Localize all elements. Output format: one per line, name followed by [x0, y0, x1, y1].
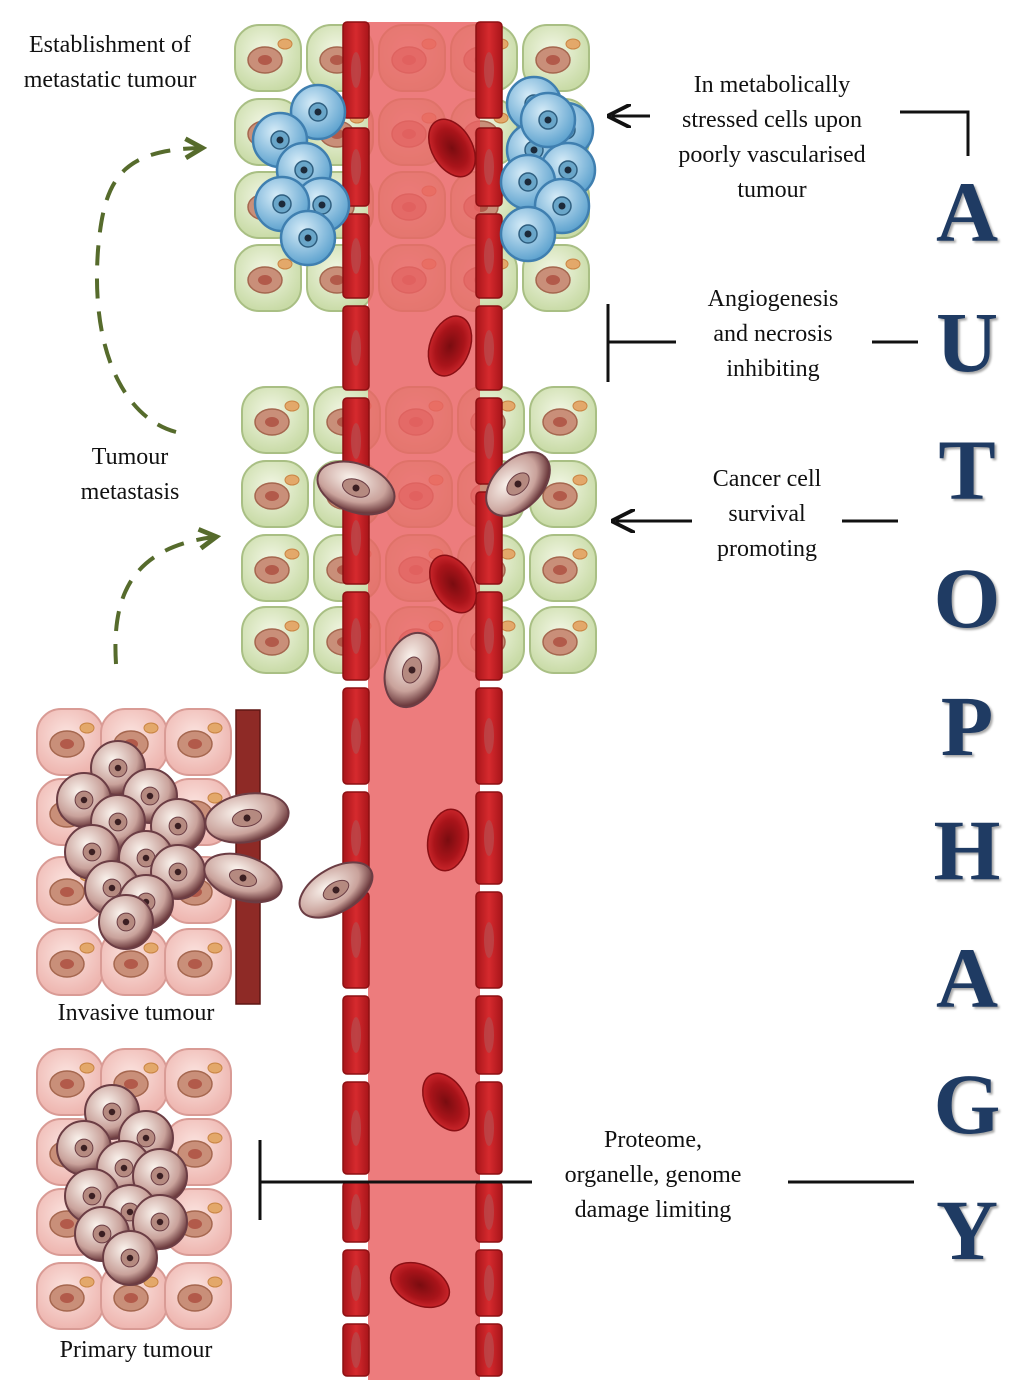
- migrating-cell: [298, 861, 374, 919]
- endothelial-cell: [475, 891, 503, 989]
- endothelial-cell: [342, 1249, 370, 1317]
- label-primary-tumour: Primary tumour: [59, 1337, 213, 1363]
- metastasis-dashed-arrow: [95, 136, 208, 434]
- pink-tissue-cell: [164, 708, 232, 776]
- endothelial-cell: [342, 1181, 370, 1243]
- red-blood-cell: [428, 118, 476, 178]
- autophagy-letter-5: P: [940, 678, 994, 774]
- label-invasive-tumour: Invasive tumour: [57, 1000, 215, 1026]
- endothelial-cell: [475, 21, 503, 119]
- label-proteome-damage: Proteome, organelle, genome damage limit…: [564, 1127, 742, 1223]
- autophagy-letter-1: A: [935, 164, 999, 260]
- vessel-lumen: [368, 22, 480, 1380]
- red-blood-cell: [429, 554, 477, 614]
- pink-tissue-cell: [164, 1262, 232, 1330]
- label-tumour-metastasis: Tumour metastasis: [80, 444, 180, 505]
- endothelial-cell: [342, 305, 370, 391]
- healthy-cell: [241, 606, 309, 674]
- stressed-connector: [900, 110, 970, 156]
- migrating-cell: [383, 631, 441, 709]
- endothelial-cell: [342, 213, 370, 299]
- connector-lines: [95, 110, 970, 1220]
- endothelial-cell: [475, 1249, 503, 1317]
- endothelial-cell: [342, 687, 370, 785]
- autophagy-letter-2: U: [935, 294, 999, 390]
- label-cancer-survival: Cancer cell survival promoting: [712, 466, 822, 562]
- endothelial-cell: [342, 995, 370, 1075]
- healthy-cell: [241, 460, 309, 528]
- endothelial-cell: [342, 1323, 370, 1377]
- endothelial-cell: [342, 21, 370, 119]
- label-establishment: Establishment of metastatic tumour: [23, 32, 197, 93]
- endothelial-cell: [475, 1323, 503, 1377]
- endothelial-cell: [475, 591, 503, 681]
- autophagy-letter-6: H: [933, 802, 1001, 898]
- stressed-cell: [499, 205, 557, 263]
- pink-tissue-cell: [164, 928, 232, 996]
- red-blood-cell: [422, 1072, 470, 1132]
- tumour-cell-layer: [56, 75, 597, 1286]
- migrating-cell: [204, 792, 290, 844]
- endothelial-cell: [475, 995, 503, 1075]
- healthy-cell: [522, 244, 590, 312]
- autophagy-letter-8: G: [933, 1056, 1001, 1152]
- healthy-cell: [529, 386, 597, 454]
- red-blood-cell: [426, 808, 470, 872]
- pink-tissue-cell: [36, 928, 104, 996]
- stressed-cell: [279, 209, 337, 267]
- endothelial-cell: [475, 1081, 503, 1175]
- pink-tissue-cell: [36, 708, 104, 776]
- pink-tissue-cell: [164, 1118, 232, 1186]
- blood-vessel: [342, 21, 503, 1380]
- migrating-cell: [316, 460, 396, 516]
- autophagy-letter-7: A: [935, 930, 999, 1026]
- healthy-cell: [234, 244, 302, 312]
- tumour-cell: [98, 894, 154, 950]
- label-angiogenesis: Angiogenesis and necrosis inhibiting: [707, 286, 839, 382]
- autophagy-letter-9: Y: [935, 1182, 999, 1278]
- endothelial-cell: [342, 1081, 370, 1175]
- pink-tissue-cell: [36, 1262, 104, 1330]
- endothelial-cell: [342, 127, 370, 207]
- endothelial-cell: [342, 591, 370, 681]
- stressed-cell: [289, 83, 347, 141]
- healthy-cell: [529, 534, 597, 602]
- healthy-cell: [241, 534, 309, 602]
- endothelial-cell: [342, 891, 370, 989]
- label-metabolically-stressed: In metabolically stressed cells upon poo…: [678, 72, 866, 203]
- endothelial-cell: [475, 1181, 503, 1243]
- invasion-dashed-arrow: [113, 527, 222, 665]
- red-blood-cell: [389, 1261, 451, 1309]
- healthy-cell: [234, 24, 302, 92]
- tumour-cell: [102, 1230, 158, 1286]
- endothelial-cell: [475, 791, 503, 885]
- endothelial-cell: [475, 213, 503, 299]
- pink-tissue-cell: [164, 1048, 232, 1116]
- healthy-cell: [529, 606, 597, 674]
- healthy-cell: [522, 24, 590, 92]
- autophagy-letter-3: T: [938, 422, 996, 518]
- red-blood-cell: [427, 315, 473, 377]
- endothelial-cell: [475, 305, 503, 391]
- migrating-cell: [485, 451, 551, 517]
- migrating-cell: [203, 852, 283, 904]
- autophagy-letter-4: O: [933, 550, 1001, 646]
- endothelial-cell: [475, 127, 503, 207]
- pink-tissue-cell: [36, 1048, 104, 1116]
- endothelial-cell: [475, 397, 503, 485]
- stressed-cell: [519, 91, 577, 149]
- endothelial-cell: [475, 687, 503, 785]
- healthy-cell: [241, 386, 309, 454]
